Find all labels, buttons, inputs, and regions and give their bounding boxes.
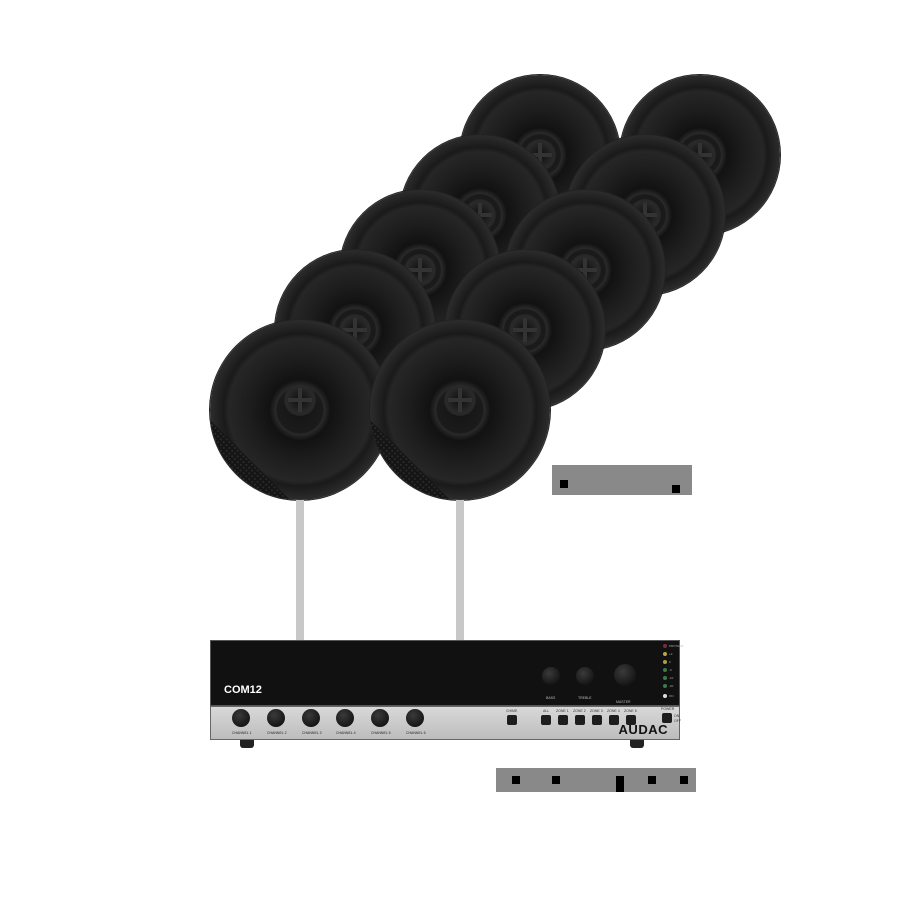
led-on-label: ON [669, 694, 674, 698]
led-minus20-label: -20 [669, 684, 674, 688]
zone-2-label: ZONE 2 [573, 709, 586, 713]
bass-knob[interactable] [542, 667, 560, 685]
zone-1-label: ZONE 1 [556, 709, 569, 713]
zone-3-button[interactable] [592, 715, 602, 725]
led-0 [663, 660, 667, 664]
zone-2-button[interactable] [575, 715, 585, 725]
power-button[interactable] [662, 713, 672, 723]
chime-button[interactable] [507, 715, 517, 725]
master-label: MASTER [616, 700, 631, 704]
master-knob[interactable] [614, 664, 636, 686]
led-minus10 [663, 676, 667, 680]
zone-4-button[interactable] [609, 715, 619, 725]
ceiling-speaker-front [370, 320, 550, 500]
bass-label: BASS [546, 696, 556, 700]
treble-knob[interactable] [576, 667, 594, 685]
all-label: ALL [543, 709, 550, 713]
channel-6-knob[interactable] [406, 709, 424, 727]
channel-4-label: CHANNEL 4 [336, 731, 356, 735]
power-off-label: OFF [674, 719, 681, 723]
chime-label: CHIME [506, 709, 518, 713]
zone-1-button[interactable] [558, 715, 568, 725]
led-protect [663, 644, 667, 648]
zone-4-label: ZONE 4 [607, 709, 620, 713]
channel-2-knob[interactable] [267, 709, 285, 727]
channel-5-label: CHANNEL 5 [371, 731, 391, 735]
amplifier-foot [240, 740, 254, 748]
led-minus10-label: -10 [669, 676, 674, 680]
led-0-label: 0 [669, 660, 671, 664]
zone-5-button[interactable] [626, 715, 636, 725]
brand-logo: AUDAC [618, 722, 668, 737]
channel-2-label: CHANNEL 2 [267, 731, 287, 735]
power-label: POWER [661, 707, 675, 711]
led-minus3 [663, 668, 667, 672]
ceiling-speaker-front [210, 320, 390, 500]
channel-3-label: CHANNEL 3 [302, 731, 322, 735]
mixer-amplifier: COM12 CHANNEL 1 CHANNEL 2 CHANNEL 3 CHAN… [210, 640, 684, 748]
treble-label: TREBLE [578, 696, 592, 700]
channel-3-knob[interactable] [302, 709, 320, 727]
channel-1-knob[interactable] [232, 709, 250, 727]
amplifier-foot [630, 740, 644, 748]
led-minus20 [663, 684, 667, 688]
channel-6-label: CHANNEL 6 [406, 731, 426, 735]
zone-5-label: ZONE 5 [624, 709, 637, 713]
led-plus3-label: +3 [669, 652, 673, 656]
channel-1-label: CHANNEL 1 [232, 731, 252, 735]
amplifier-caption-redacted [496, 768, 696, 792]
model-label: COM12 [224, 684, 262, 696]
channel-4-knob[interactable] [336, 709, 354, 727]
led-plus3 [663, 652, 667, 656]
all-button[interactable] [541, 715, 551, 725]
speaker-cable [456, 500, 464, 642]
speaker-caption-redacted [552, 465, 692, 495]
tweeter-icon [444, 384, 476, 416]
zone-3-label: ZONE 3 [590, 709, 603, 713]
led-protect-label: PROTECT [669, 644, 684, 648]
led-on [663, 694, 667, 698]
channel-5-knob[interactable] [371, 709, 389, 727]
speaker-cable [296, 500, 304, 642]
amplifier-top-panel [210, 640, 680, 706]
power-on-label: ON [674, 714, 680, 718]
tweeter-icon [284, 384, 316, 416]
led-minus3-label: -3 [669, 668, 672, 672]
